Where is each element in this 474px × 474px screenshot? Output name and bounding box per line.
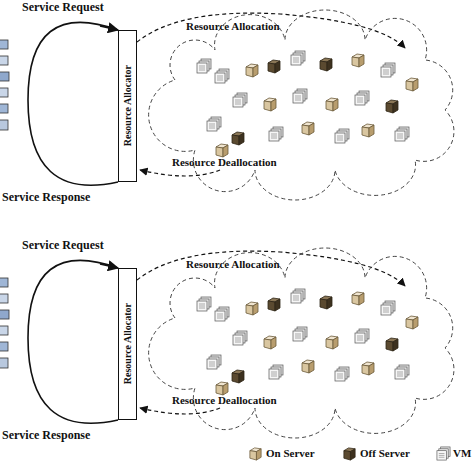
on-server-symbol [250, 448, 261, 460]
allocator-box: Resource Allocator [118, 30, 137, 182]
off-server-symbol [344, 448, 355, 460]
allocator-box: Resource Allocator [118, 268, 137, 420]
legend-text: On Server [266, 447, 315, 459]
bottom-panel-art [0, 248, 454, 438]
service-response-label: Service Response [2, 190, 90, 205]
allocator-text: Resource Allocator [122, 303, 133, 384]
service-request-label: Service Request [22, 0, 104, 15]
deallocation-label: Resource Deallocation [172, 394, 277, 406]
legend-text: VM [453, 447, 471, 459]
top-panel-art [0, 10, 454, 200]
legend-text: Off Server [360, 447, 410, 459]
vm-symbol [437, 447, 450, 460]
allocation-label: Resource Allocation [186, 258, 280, 270]
deallocation-label: Resource Deallocation [172, 156, 277, 168]
service-request-label: Service Request [22, 238, 104, 253]
service-response-label: Service Response [2, 428, 90, 443]
allocator-text: Resource Allocator [122, 65, 133, 146]
allocation-label: Resource Allocation [186, 20, 280, 32]
